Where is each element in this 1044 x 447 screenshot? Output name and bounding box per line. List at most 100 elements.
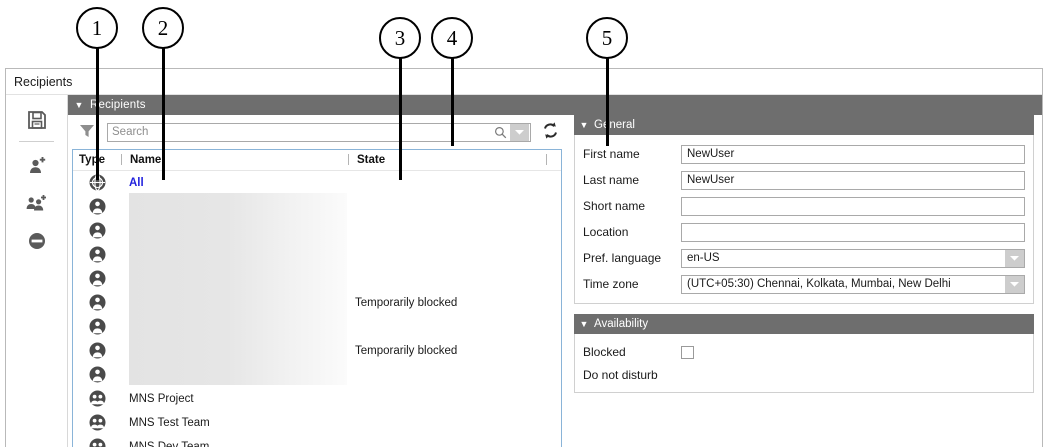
- delete-icon: [26, 230, 48, 252]
- text-input[interactable]: [682, 174, 1024, 187]
- callout-marker-3: 3: [379, 17, 421, 59]
- recipient-name[interactable]: MNS Dev Team: [129, 440, 210, 447]
- field-label: Short name: [583, 199, 646, 214]
- text-input[interactable]: [682, 278, 1005, 291]
- recipient-name[interactable]: All: [129, 176, 144, 189]
- redacted-name: [129, 313, 347, 338]
- table-row[interactable]: [73, 313, 561, 340]
- availability-form: Blocked Do not disturb: [574, 334, 1034, 394]
- column-divider[interactable]: [348, 154, 349, 166]
- add-group-button[interactable]: [6, 184, 67, 222]
- form-row: Short name: [583, 193, 1025, 219]
- filter-button[interactable]: [74, 122, 100, 143]
- cell-name[interactable]: [121, 361, 347, 388]
- person-icon: [73, 318, 121, 335]
- column-header-name[interactable]: Name: [130, 153, 162, 166]
- form-row: Pref. language: [583, 245, 1025, 271]
- redacted-name: [129, 217, 347, 242]
- redacted-name: [129, 265, 347, 290]
- cell-name[interactable]: MNS Project: [121, 393, 347, 405]
- text-input[interactable]: [682, 226, 1024, 239]
- cell-name[interactable]: [121, 217, 347, 244]
- magnifier-icon[interactable]: [490, 126, 510, 139]
- column-divider[interactable]: [121, 154, 122, 166]
- field-pref-language[interactable]: [681, 248, 1025, 268]
- table-row[interactable]: Temporarily blocked: [73, 337, 561, 364]
- dropdown-button[interactable]: [1005, 249, 1024, 267]
- table-row[interactable]: [73, 361, 561, 388]
- funnel-icon: [78, 122, 96, 143]
- cell-name[interactable]: MNS Test Team: [121, 417, 347, 429]
- table-row[interactable]: [73, 241, 561, 268]
- column-header-type[interactable]: Type: [79, 153, 105, 166]
- redacted-name: [129, 337, 347, 362]
- cell-name[interactable]: MNS Dev Team: [121, 441, 347, 447]
- text-input[interactable]: [682, 200, 1024, 213]
- dropdown-button[interactable]: [1005, 275, 1024, 293]
- table-row[interactable]: [73, 265, 561, 292]
- table-row[interactable]: All: [73, 171, 561, 195]
- refresh-button[interactable]: [538, 121, 562, 143]
- general-section-header[interactable]: ▼ General: [574, 115, 1034, 136]
- callout-marker-2: 2: [142, 7, 184, 49]
- column-divider[interactable]: [546, 154, 547, 166]
- collapse-caret-icon[interactable]: ▼: [579, 319, 589, 330]
- field-last-name[interactable]: [681, 170, 1025, 190]
- recipients-section-header[interactable]: ▼ Recipients: [68, 95, 1042, 116]
- general-section-title: General: [594, 119, 635, 132]
- chevron-down-icon: [1009, 251, 1020, 265]
- search-box[interactable]: [107, 122, 531, 142]
- table-row[interactable]: MNS Dev Team: [73, 435, 561, 447]
- form-row: Location: [583, 219, 1025, 245]
- recipient-name[interactable]: MNS Project: [129, 392, 194, 405]
- recipient-name[interactable]: MNS Test Team: [129, 416, 210, 429]
- add-recipient-button[interactable]: [6, 146, 67, 184]
- do-not-disturb-label: Do not disturb: [583, 368, 658, 383]
- refresh-icon: [541, 121, 560, 143]
- collapse-caret-icon[interactable]: ▼: [579, 120, 589, 131]
- table-row[interactable]: [73, 217, 561, 244]
- cell-name[interactable]: [121, 265, 347, 292]
- cell-name[interactable]: [121, 289, 347, 316]
- person-icon: [73, 246, 121, 263]
- text-input[interactable]: [682, 148, 1024, 161]
- cell-state: Temporarily blocked: [355, 344, 458, 357]
- field-first-name[interactable]: [681, 144, 1025, 164]
- cell-name[interactable]: [121, 241, 347, 268]
- blocked-checkbox[interactable]: [681, 345, 694, 359]
- table-row[interactable]: MNS Project: [73, 387, 561, 411]
- table-row[interactable]: Temporarily blocked: [73, 289, 561, 316]
- search-input[interactable]: [108, 126, 490, 139]
- search-dropdown-button[interactable]: [510, 123, 529, 141]
- field-location[interactable]: [681, 222, 1025, 242]
- save-button[interactable]: [6, 101, 67, 139]
- cell-name[interactable]: [121, 337, 347, 364]
- column-header-state[interactable]: State: [357, 153, 386, 166]
- breadcrumb: Recipients: [6, 69, 1042, 95]
- table-row[interactable]: MNS Test Team: [73, 411, 561, 435]
- redacted-name: [129, 193, 347, 218]
- field-time-zone[interactable]: [681, 274, 1025, 294]
- table-row[interactable]: [73, 193, 561, 220]
- person-icon: [73, 198, 121, 215]
- text-input[interactable]: [682, 252, 1005, 265]
- callout-marker-1: 1: [76, 7, 118, 49]
- cell-name[interactable]: All: [121, 177, 347, 189]
- person-icon: [73, 294, 121, 311]
- add-recipient-icon: [26, 154, 48, 176]
- availability-section-title: Availability: [594, 318, 649, 331]
- do-not-disturb-row: Do not disturb: [583, 364, 1025, 386]
- cell-name[interactable]: [121, 193, 347, 220]
- field-label: Last name: [583, 173, 640, 188]
- group-icon: [73, 414, 121, 431]
- field-short-name[interactable]: [681, 196, 1025, 216]
- cell-name[interactable]: [121, 313, 347, 340]
- delete-button[interactable]: [6, 222, 67, 260]
- person-icon: [73, 270, 121, 287]
- chevron-down-icon: [514, 125, 525, 139]
- collapse-caret-icon[interactable]: ▼: [74, 100, 84, 111]
- form-row: First name: [583, 141, 1025, 167]
- availability-section-header[interactable]: ▼ Availability: [574, 314, 1034, 335]
